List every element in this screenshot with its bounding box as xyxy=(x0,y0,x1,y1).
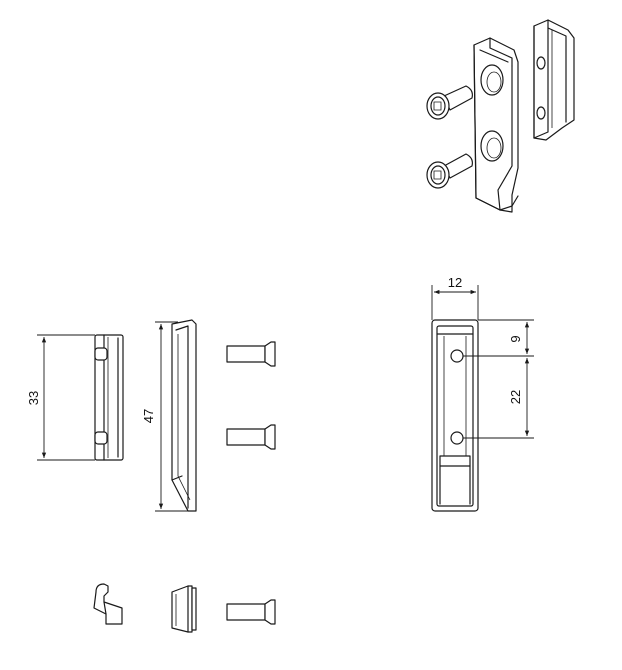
iso-small-plate xyxy=(533,19,575,141)
dimension-9: 9 xyxy=(463,319,534,357)
dimension-33-label: 33 xyxy=(26,391,41,405)
dimension-12: 12 xyxy=(431,275,479,320)
iso-long-plate xyxy=(473,37,519,213)
dimension-47-label: 47 xyxy=(141,409,156,423)
isometric-assembly-view xyxy=(426,19,575,213)
dimension-22: 22 xyxy=(463,358,534,439)
screw-side-view-lower xyxy=(226,424,276,450)
dimension-12-label: 12 xyxy=(448,275,462,290)
dimension-9-label: 9 xyxy=(508,335,523,342)
dimension-33: 33 xyxy=(26,334,95,461)
short-part-side-view xyxy=(94,334,124,461)
iso-screw-upper xyxy=(426,85,473,120)
screw-top-view xyxy=(226,599,276,625)
long-part-side-view xyxy=(171,319,197,512)
dimension-22-label: 22 xyxy=(508,390,523,404)
screw-side-view-upper xyxy=(226,341,276,367)
long-part-top-view xyxy=(171,585,197,633)
front-view xyxy=(431,319,479,512)
dimension-47: 47 xyxy=(141,321,192,512)
short-part-top-view xyxy=(93,583,123,625)
iso-screw-lower xyxy=(426,153,473,189)
